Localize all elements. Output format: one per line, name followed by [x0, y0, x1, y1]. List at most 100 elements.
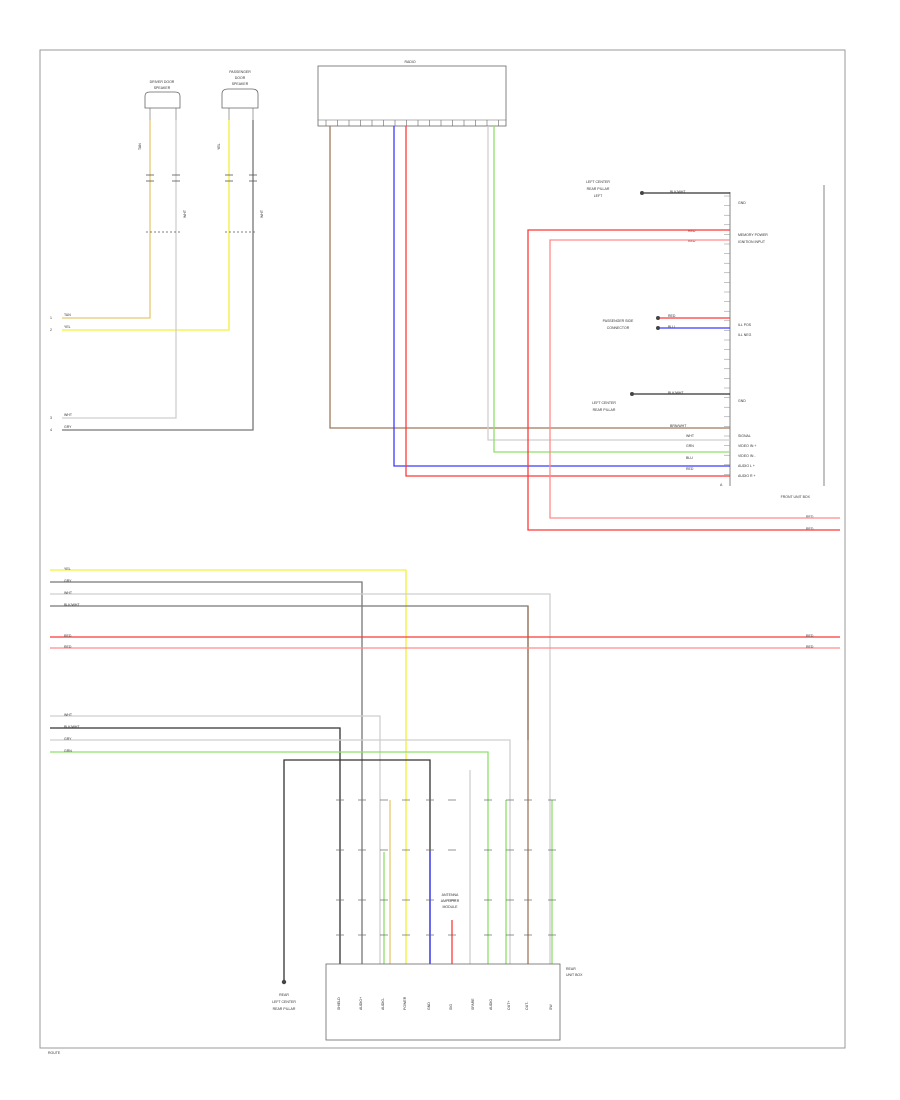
wire-white-13	[50, 593, 551, 964]
speaker-wires	[62, 120, 254, 431]
bottom-pin-label: OUT-	[525, 1001, 529, 1010]
svg-text:PASSENGER SIDE: PASSENGER SIDE	[603, 319, 634, 323]
svg-text:RED: RED	[64, 645, 72, 649]
bottom-center-module: ANTENNA AMPLIFIER MODULE	[441, 893, 460, 909]
svg-text:MODULE: MODULE	[443, 905, 459, 909]
top-wire-label-tan: TAN	[138, 143, 142, 150]
svg-text:WHT: WHT	[64, 713, 73, 717]
bottom-unit-box: REAR UNIT BOX	[325, 963, 583, 1041]
svg-text:SPEAKER: SPEAKER	[154, 86, 171, 90]
svg-text:GND: GND	[738, 201, 746, 205]
right-out-label-1: RED	[806, 515, 814, 519]
wire-blue-1	[393, 126, 730, 467]
svg-text:BLK/WHT: BLK/WHT	[64, 725, 80, 729]
svg-text:GRY: GRY	[64, 425, 72, 429]
svg-text:AMPLIFIER: AMPLIFIER	[441, 899, 460, 903]
front-unit-side-components: LEFT CENTER REAR PILLAR LEFT PASSENGER S…	[586, 180, 660, 412]
svg-text:SIGNAL: SIGNAL	[738, 434, 751, 438]
svg-text:GND: GND	[738, 399, 746, 403]
svg-text:VIDEO IN +: VIDEO IN +	[738, 444, 756, 448]
svg-text:BLU: BLU	[668, 325, 675, 329]
svg-text:2: 2	[50, 328, 52, 332]
svg-text:BLU: BLU	[686, 456, 693, 460]
wire-pink-6	[549, 239, 840, 519]
svg-text:YEL: YEL	[64, 567, 71, 571]
svg-text:ILL NEG: ILL NEG	[738, 333, 752, 337]
svg-text:WHT: WHT	[64, 413, 73, 417]
bottom-pin-label: SIG	[449, 1004, 453, 1010]
svg-text:LEFT CENTER: LEFT CENTER	[592, 401, 616, 405]
svg-text:WHT: WHT	[64, 591, 73, 595]
svg-text:REAR PILLAR: REAR PILLAR	[273, 1007, 296, 1011]
wire-red-5	[527, 229, 840, 531]
svg-text:TAN: TAN	[64, 313, 71, 317]
svg-text:ANTENNA: ANTENNA	[442, 893, 459, 897]
passenger-door-speaker: PASSENGER DOOR SPEAKER	[221, 70, 259, 120]
svg-text:CONNECTOR: CONNECTOR	[607, 326, 630, 330]
svg-text:A: A	[720, 483, 723, 487]
svg-text:REAR PILLAR: REAR PILLAR	[587, 187, 610, 191]
svg-text:REAR: REAR	[279, 993, 289, 997]
svg-text:WHT: WHT	[686, 434, 695, 438]
wire-brown-0	[329, 126, 730, 429]
top-wire-label-wht2: WHT	[260, 209, 264, 218]
svg-text:ILL POS: ILL POS	[738, 323, 752, 327]
wire-green-4	[493, 126, 730, 453]
svg-text:VIDEO IN -: VIDEO IN -	[738, 454, 756, 458]
top-connector: RADIO	[317, 60, 507, 127]
front-unit-wire-labels: BLK/WHT RED RED RED BLU BLK/WHT BRN/WHT …	[668, 190, 723, 487]
front-unit-connector: FRONT UNIT BOX	[729, 185, 825, 499]
svg-text:GRN: GRN	[64, 749, 72, 753]
footer-code: ROUTE	[48, 1051, 61, 1055]
svg-text:RED: RED	[806, 645, 814, 649]
bottom-pin-label: SPARE	[471, 998, 475, 1010]
wire-white-18	[50, 715, 381, 964]
svg-text:DOOR: DOOR	[235, 76, 246, 80]
top-wire-label-wht: WHT	[183, 209, 187, 218]
bottom-ground: REAR LEFT CENTER REAR PILLAR	[272, 979, 296, 1011]
bottom-pin-label: GND	[427, 1002, 431, 1010]
diagram-border	[39, 49, 846, 1049]
svg-text:RED: RED	[64, 634, 72, 638]
svg-text:PASSENGER: PASSENGER	[229, 70, 251, 74]
svg-text:RED: RED	[806, 634, 814, 638]
svg-text:REAR: REAR	[566, 967, 576, 971]
svg-text:SPEAKER: SPEAKER	[232, 82, 249, 86]
svg-text:BLK/WHT: BLK/WHT	[64, 603, 80, 607]
left-edge-labels: TAN YEL WHT GRY 1 2 3 4	[50, 313, 73, 432]
svg-text:AUDIO R +: AUDIO R +	[738, 474, 756, 478]
svg-text:LEFT: LEFT	[594, 194, 603, 198]
wire-gray-12	[50, 581, 363, 964]
svg-text:BLK/WHT: BLK/WHT	[668, 391, 684, 395]
svg-text:GRN: GRN	[686, 444, 694, 448]
svg-text:MEMORY POWER: MEMORY POWER	[738, 233, 768, 237]
svg-text:RED: RED	[688, 229, 696, 233]
svg-text:RADIO: RADIO	[404, 60, 415, 64]
wire-group	[50, 120, 840, 982]
bottom-pin-label: AUDIO+	[359, 997, 363, 1010]
svg-text:RED: RED	[688, 239, 696, 243]
wire-yellow-11	[50, 569, 407, 964]
bottom-pin-label: OUT+	[507, 1001, 511, 1010]
svg-text:LEFT CENTER: LEFT CENTER	[272, 1000, 296, 1004]
svg-text:LEFT CENTER: LEFT CENTER	[586, 180, 610, 184]
bottom-pin-label: SHIELD	[337, 997, 341, 1010]
svg-text:FRONT UNIT BOX: FRONT UNIT BOX	[781, 495, 811, 499]
svg-text:3: 3	[50, 416, 52, 420]
svg-text:4: 4	[50, 428, 52, 432]
svg-text:RED: RED	[686, 467, 694, 471]
right-out-label-2: RED	[806, 527, 814, 531]
svg-text:DRIVER DOOR: DRIVER DOOR	[150, 80, 175, 84]
wire-gray-14	[50, 605, 529, 740]
svg-text:RED: RED	[668, 314, 676, 318]
svg-text:GRY: GRY	[64, 579, 72, 583]
svg-text:UNIT BOX: UNIT BOX	[566, 973, 583, 977]
svg-text:1: 1	[50, 316, 52, 320]
svg-text:AUDIO L +: AUDIO L +	[738, 464, 755, 468]
wire-white-3	[487, 126, 730, 441]
svg-text:REAR PILLAR: REAR PILLAR	[593, 408, 616, 412]
svg-text:BLK/WHT: BLK/WHT	[670, 190, 686, 194]
bottom-pin-label: AUDIO	[489, 999, 493, 1010]
front-unit-pin-labels: GND MEMORY POWER IGNITION INPUT ILL POS …	[738, 201, 768, 478]
